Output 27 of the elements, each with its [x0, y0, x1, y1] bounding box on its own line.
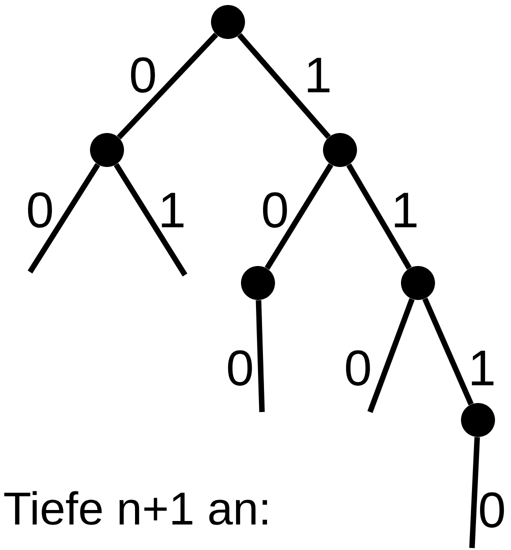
tree-node	[211, 5, 245, 39]
tree-node	[401, 266, 435, 300]
edge-label: 0	[263, 192, 287, 228]
tree-branch	[114, 163, 188, 276]
tree-branch	[346, 163, 412, 270]
tree-branch	[28, 163, 100, 274]
tree-node	[461, 403, 495, 437]
edge-label: 1	[162, 192, 184, 228]
edge-label: 0	[228, 350, 252, 386]
caption-text: Tiefe n+1 an:	[4, 491, 268, 525]
tree-branch	[422, 298, 474, 406]
edge-label: 1	[308, 58, 330, 92]
edge-label: 0	[28, 192, 52, 228]
edge-label: 0	[480, 492, 504, 528]
edge-label: 1	[472, 350, 494, 386]
tree-branch	[264, 163, 334, 270]
edge-label: 0	[346, 350, 370, 386]
tree-branch	[237, 33, 331, 139]
tree-branch	[256, 300, 265, 412]
edge-label: 1	[394, 192, 416, 228]
tree-branch	[469, 437, 480, 548]
tree-branch	[367, 298, 415, 413]
tree-node	[323, 133, 357, 167]
tree-branch	[116, 32, 218, 140]
tree-node	[241, 266, 275, 300]
edge-label: 0	[131, 57, 155, 93]
tree-node	[90, 133, 124, 167]
